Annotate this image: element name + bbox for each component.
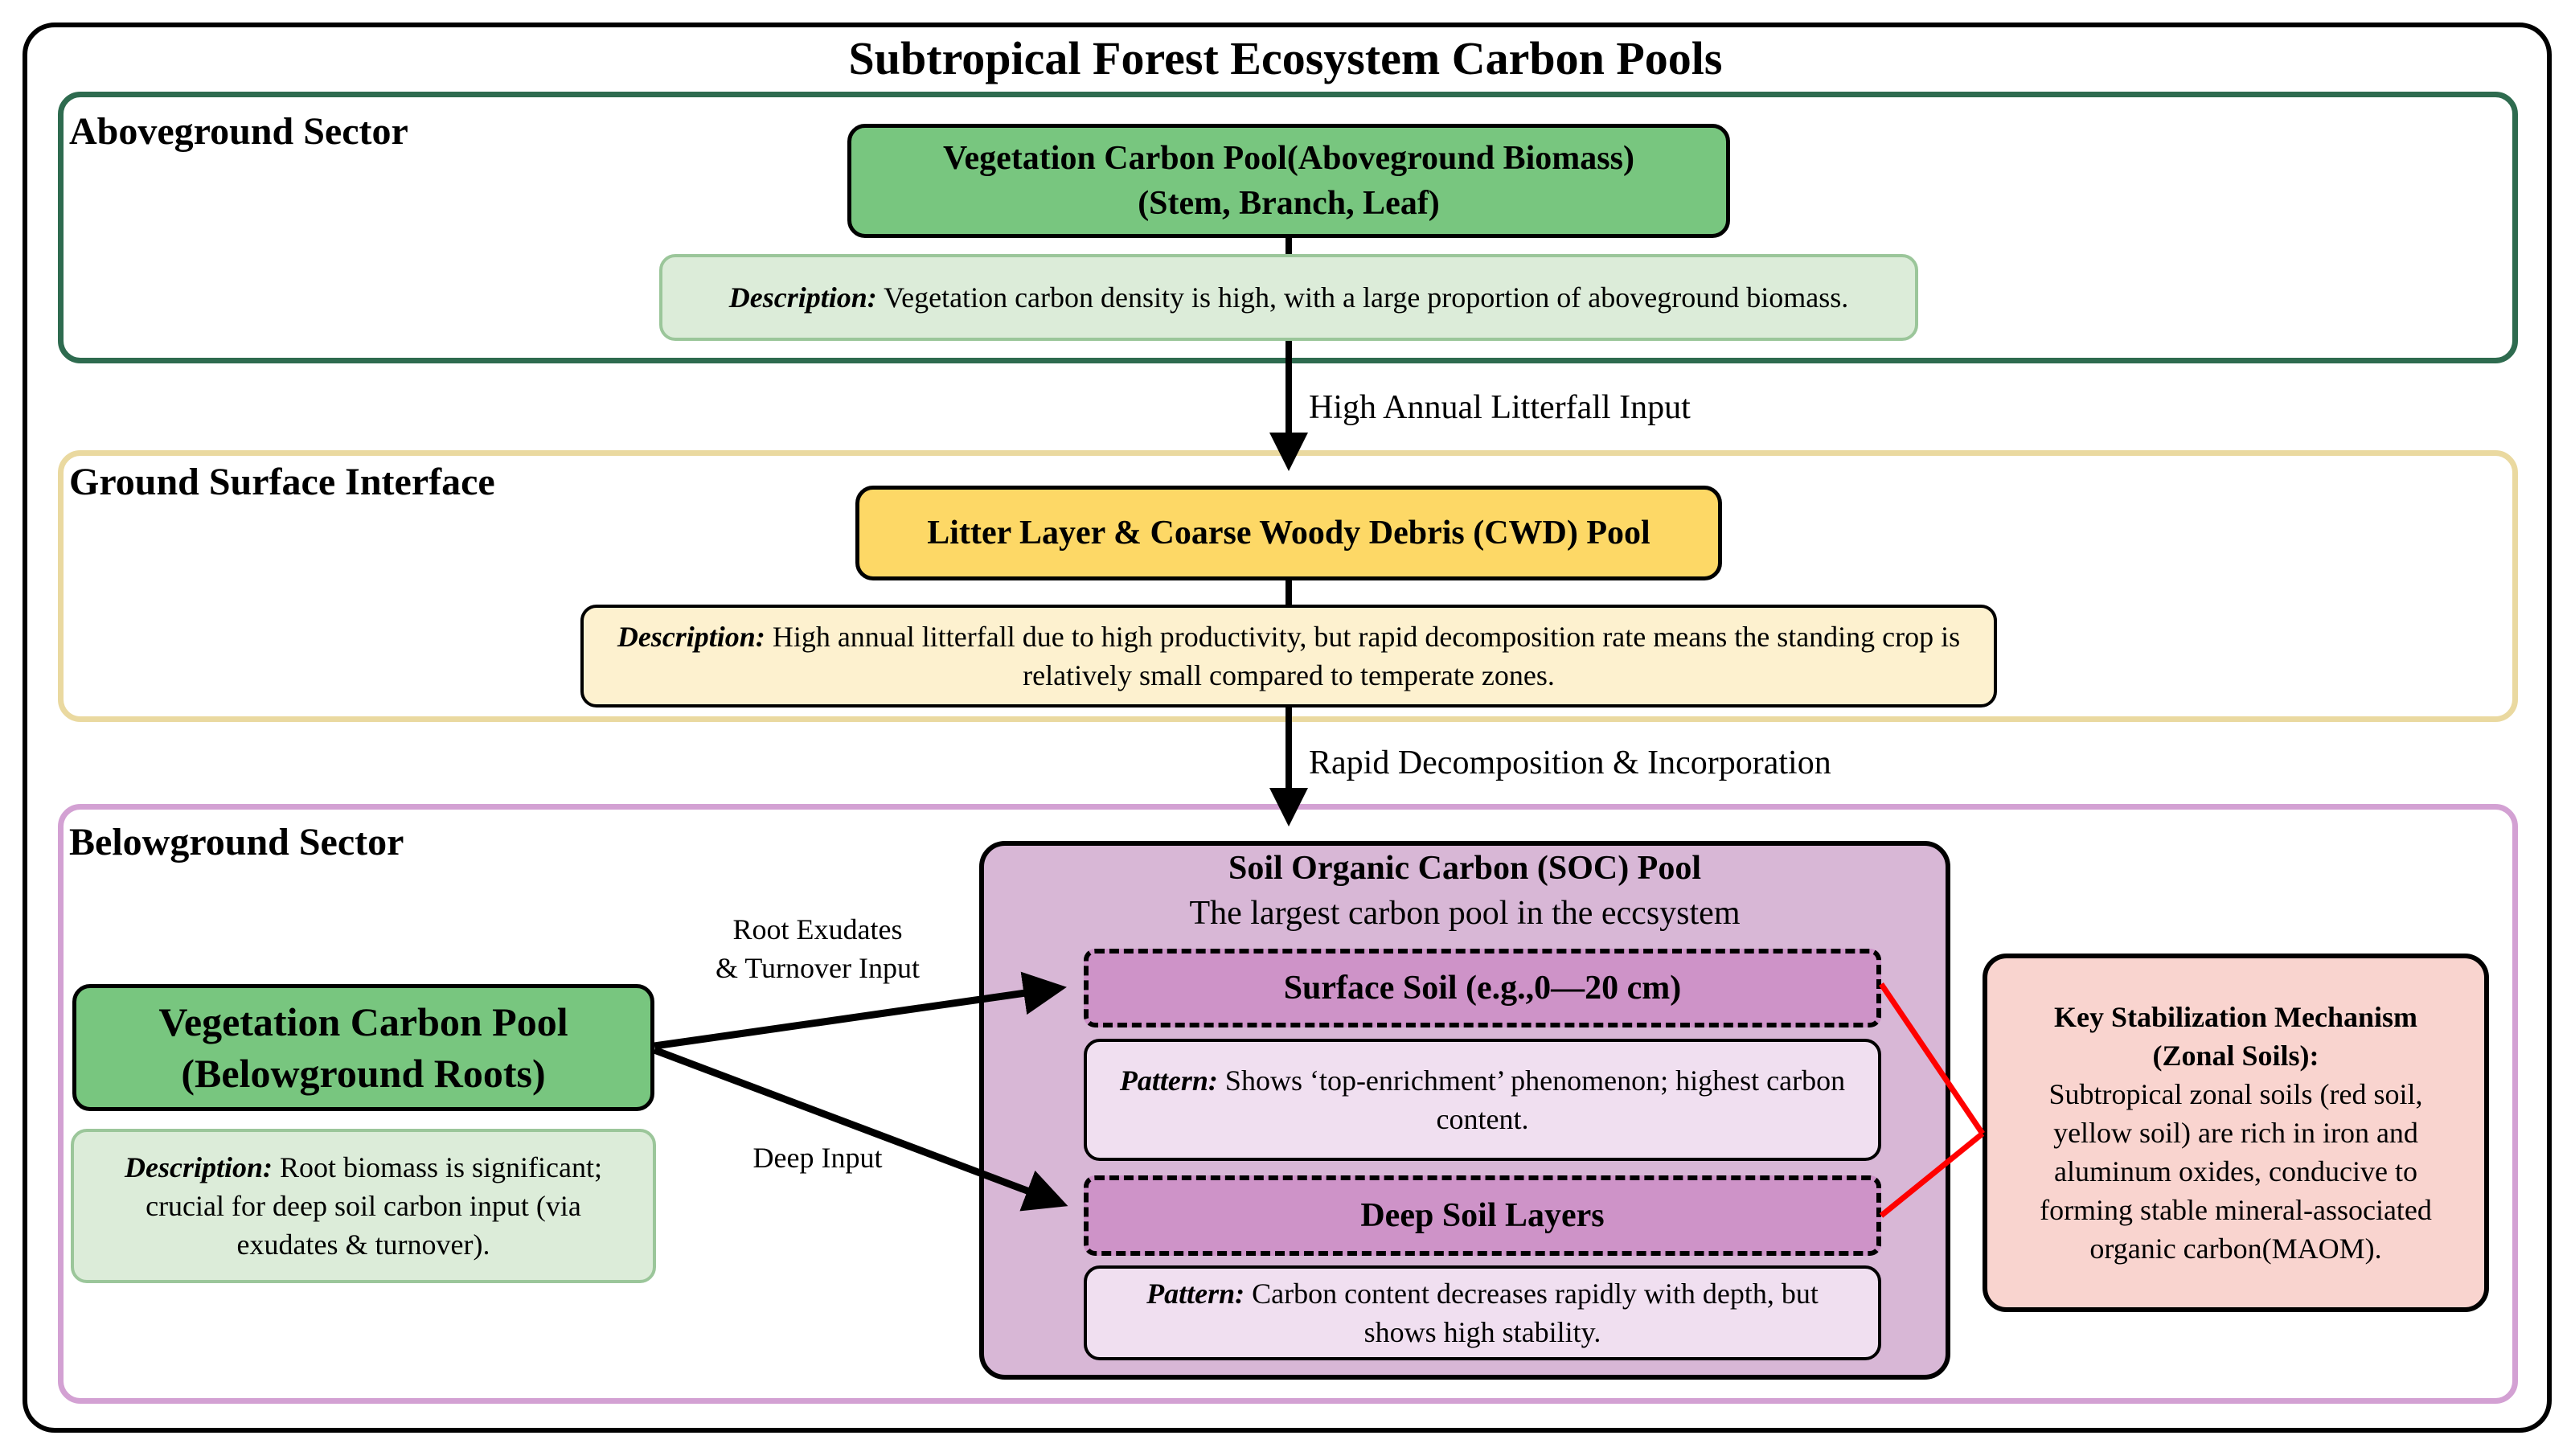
- belowground-pool-line2: (Belowground Roots): [181, 1051, 546, 1096]
- root-exudates-line2: & Turnover Input: [715, 952, 921, 984]
- root-exudates-label: Root Exudates & Turnover Input: [701, 910, 934, 987]
- aboveground-pool-line1: Vegetation Carbon Pool(Aboveground Bioma…: [943, 140, 1634, 177]
- description-text: High annual litterfall due to high produ…: [765, 621, 1961, 691]
- key-mechanism-title-line1: Key Stabilization Mechanism: [2054, 1001, 2417, 1033]
- soc-pool-subtitle: The largest carbon pool in the eccsystem: [1189, 895, 1741, 932]
- ground-surface-sector-title: Ground Surface Interface: [69, 461, 495, 503]
- key-stabilization-mechanism: Key Stabilization Mechanism (Zonal Soils…: [1983, 954, 2489, 1312]
- belowground-sector-title: Belowground Sector: [69, 821, 404, 863]
- soc-pool-title: Soil Organic Carbon (SOC) Pool: [1228, 850, 1702, 887]
- deep-soil-label: Deep Soil Layers: [1360, 1197, 1605, 1234]
- belowground-description: Description: Root biomass is significant…: [71, 1129, 656, 1283]
- surface-soil-pattern: Pattern: Shows ‘top-enrichment’ phenomen…: [1084, 1039, 1881, 1161]
- description-text: Vegetation carbon density is high, with …: [876, 281, 1849, 314]
- decomposition-label: Rapid Decomposition & Incorporation: [1309, 744, 1831, 781]
- diagram-frame: [23, 23, 2552, 1433]
- description-label: Description:: [125, 1151, 273, 1183]
- pattern-label: Pattern:: [1146, 1278, 1245, 1310]
- deep-soil-pattern: Pattern: Carbon content decreases rapidl…: [1084, 1265, 1881, 1360]
- surface-soil-layer: Surface Soil (e.g.,0—20 cm): [1084, 949, 1881, 1027]
- arrow-root-exudates: [654, 971, 1067, 1050]
- deep-soil-layer: Deep Soil Layers: [1084, 1175, 1881, 1256]
- description-text: Root biomass is significant; crucial for…: [146, 1151, 602, 1261]
- pattern-text: Shows ‘top-enrichment’ phenomenon; highe…: [1217, 1064, 1846, 1135]
- pattern-text: Carbon content decreases rapidly with de…: [1244, 1278, 1819, 1348]
- aboveground-vegetation-pool: Vegetation Carbon Pool(Aboveground Bioma…: [847, 124, 1730, 238]
- pattern-label: Pattern:: [1119, 1064, 1218, 1097]
- belowground-vegetation-pool: Vegetation Carbon Pool (Belowground Root…: [72, 984, 654, 1111]
- key-mechanism-text: Subtropical zonal soils (red soil, yello…: [2040, 1078, 2432, 1265]
- root-exudates-line1: Root Exudates: [732, 913, 903, 945]
- litterfall-label: High Annual Litterfall Input: [1309, 389, 1691, 426]
- key-mechanism-title-line2: (Zonal Soils):: [2152, 1040, 2319, 1072]
- litter-cwd-pool: Litter Layer & Coarse Woody Debris (CWD)…: [855, 486, 1722, 580]
- red-link-surface-soil: [1879, 982, 1985, 1135]
- diagram-title: Subtropical Forest Ecosystem Carbon Pool…: [848, 32, 1723, 84]
- surface-soil-label: Surface Soil (e.g.,0—20 cm): [1283, 970, 1682, 1007]
- litter-pool-label: Litter Layer & Coarse Woody Debris (CWD)…: [927, 515, 1650, 552]
- description-label: Description:: [728, 281, 877, 314]
- ground-description: Description: High annual litterfall due …: [580, 605, 1997, 707]
- belowground-pool-line1: Vegetation Carbon Pool: [158, 999, 568, 1044]
- red-link-deep-soil: [1879, 1131, 1985, 1218]
- arrow-deep-input: [653, 1046, 1068, 1212]
- deep-input-label: Deep Input: [752, 1142, 883, 1174]
- aboveground-sector-title: Aboveground Sector: [69, 110, 408, 153]
- description-label: Description:: [617, 621, 765, 653]
- aboveground-description: Description: Vegetation carbon density i…: [659, 254, 1918, 341]
- aboveground-pool-line2: (Stem, Branch, Leaf): [1138, 185, 1440, 222]
